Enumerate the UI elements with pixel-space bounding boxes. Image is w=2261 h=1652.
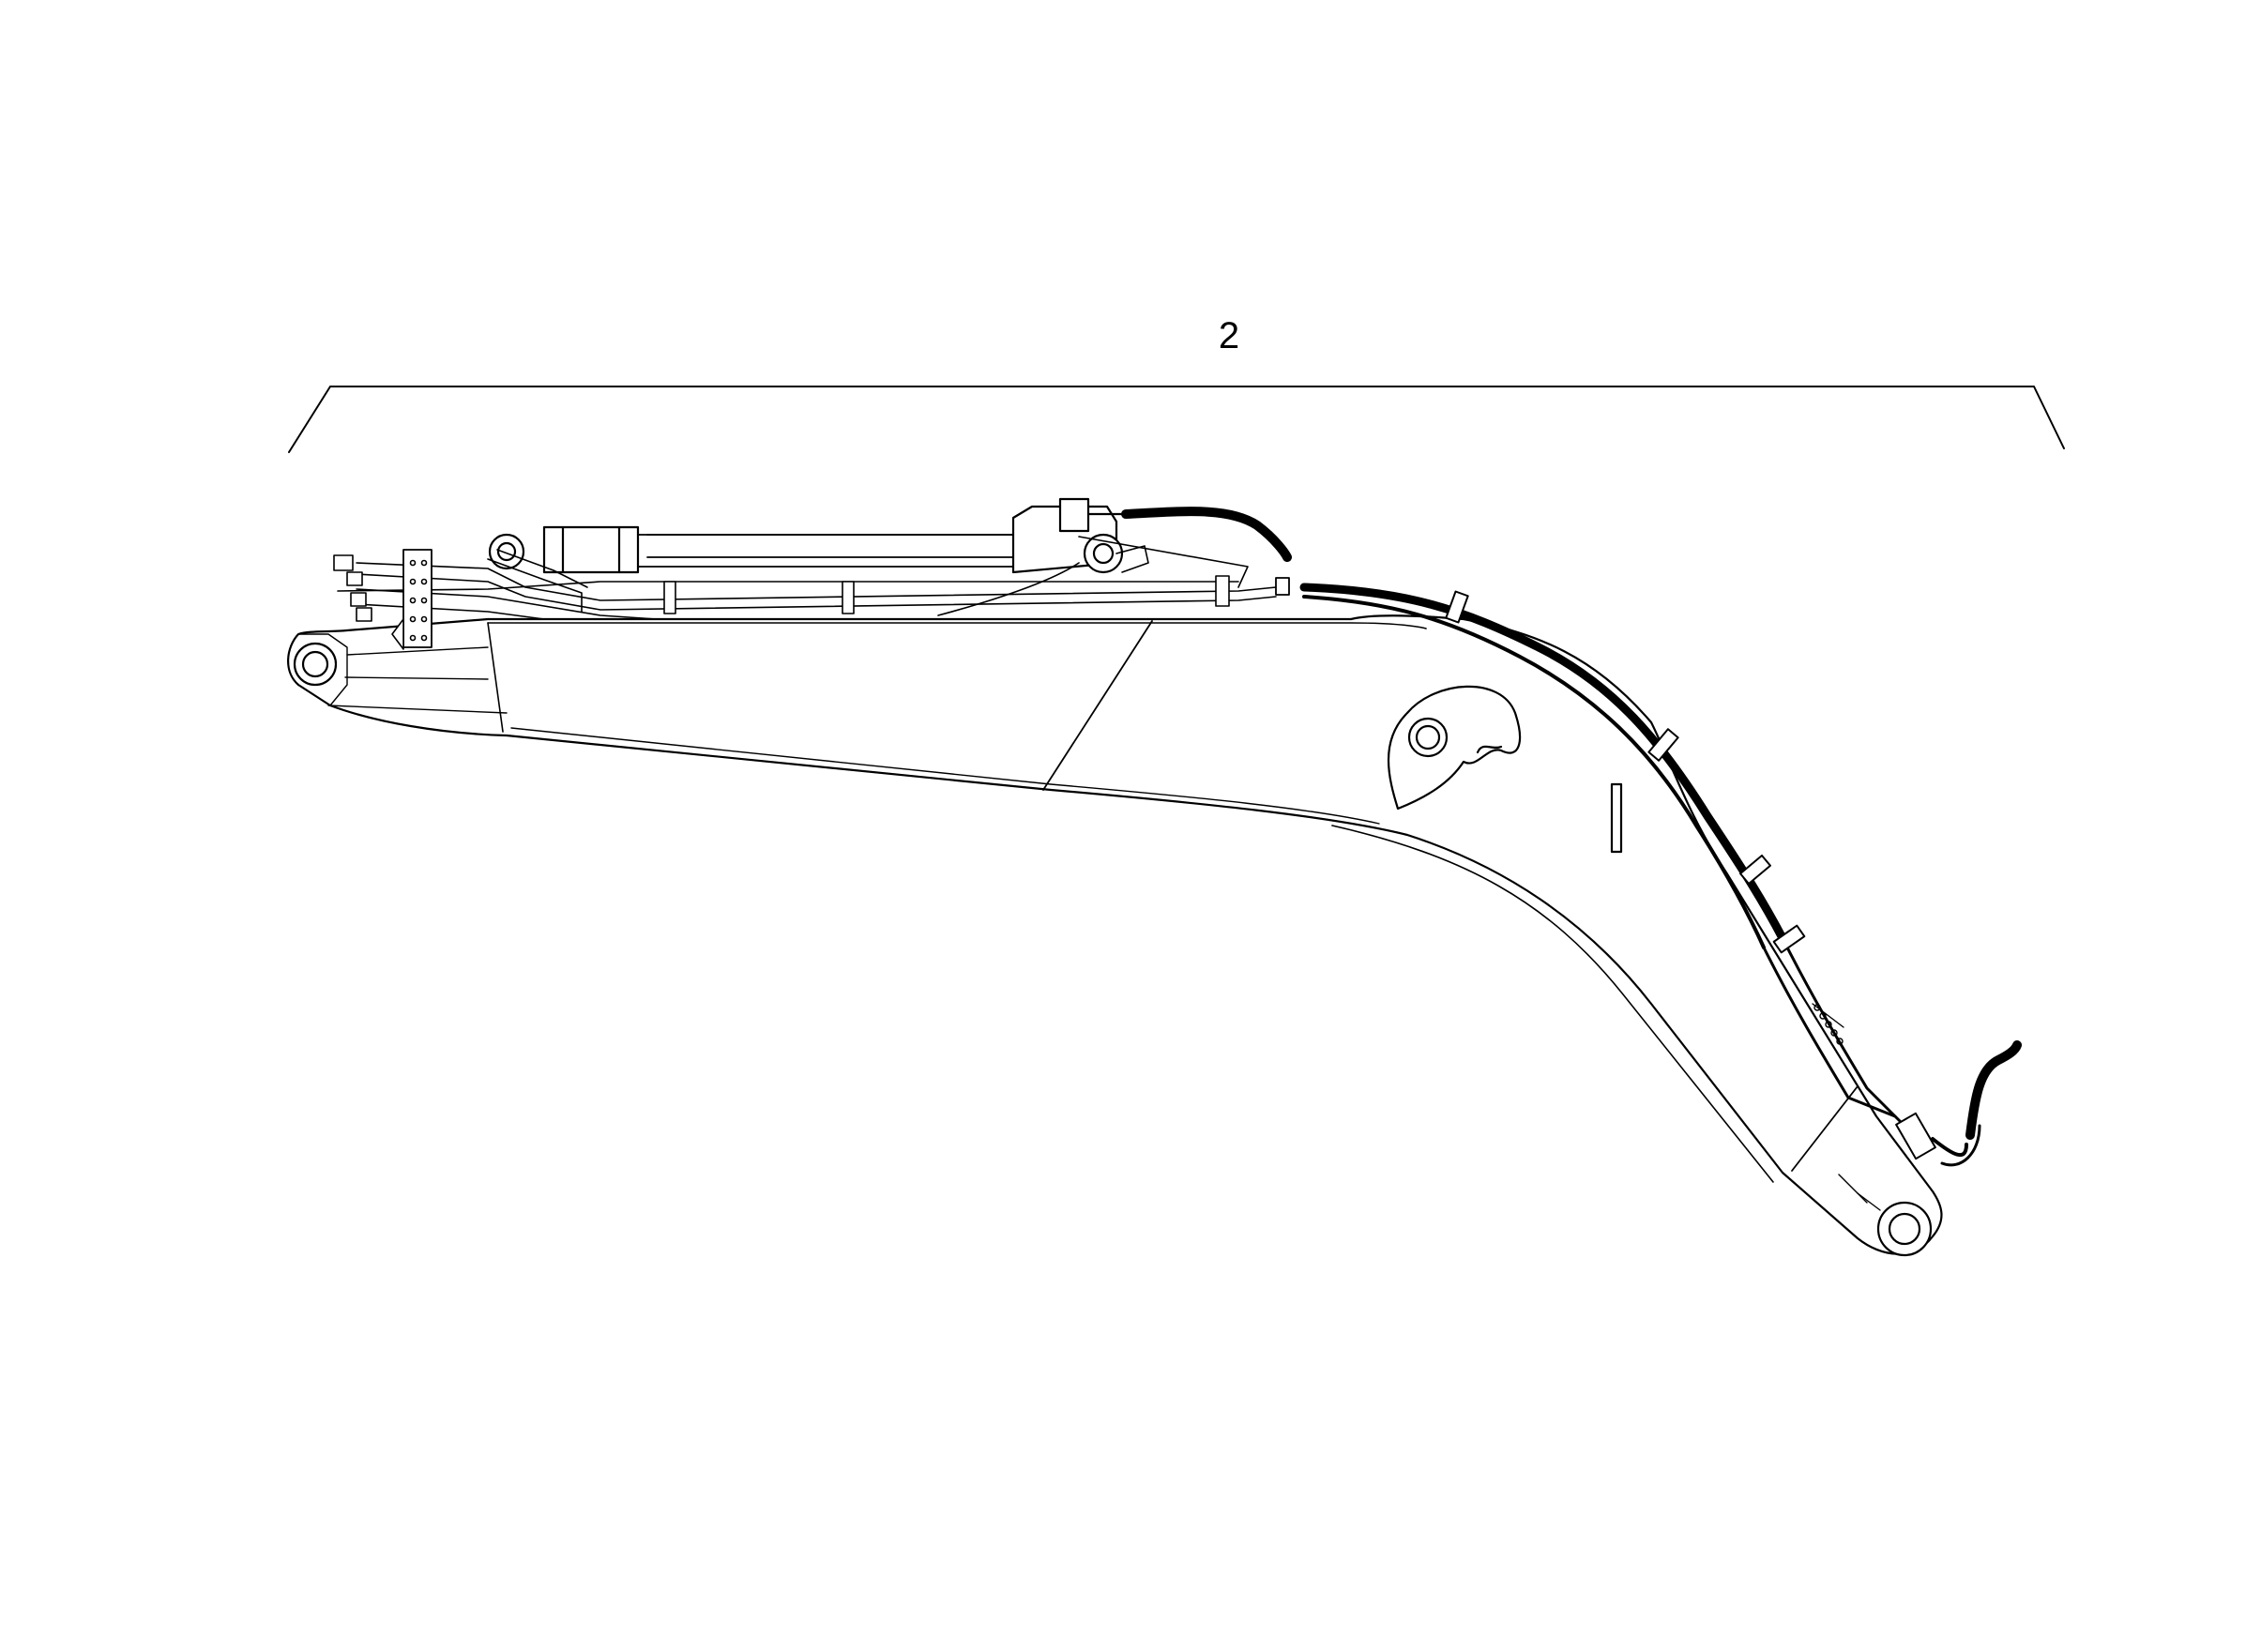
hydraulic-hoses: [1121, 507, 2022, 1167]
hydraulic-pipes: [333, 549, 1277, 650]
callout-bracket: [288, 386, 2065, 453]
boom-body: [287, 614, 1943, 1257]
arm-cylinder: [488, 497, 1249, 616]
callout-number: 2: [1218, 315, 1240, 356]
hose-fitting: [1275, 577, 1290, 596]
